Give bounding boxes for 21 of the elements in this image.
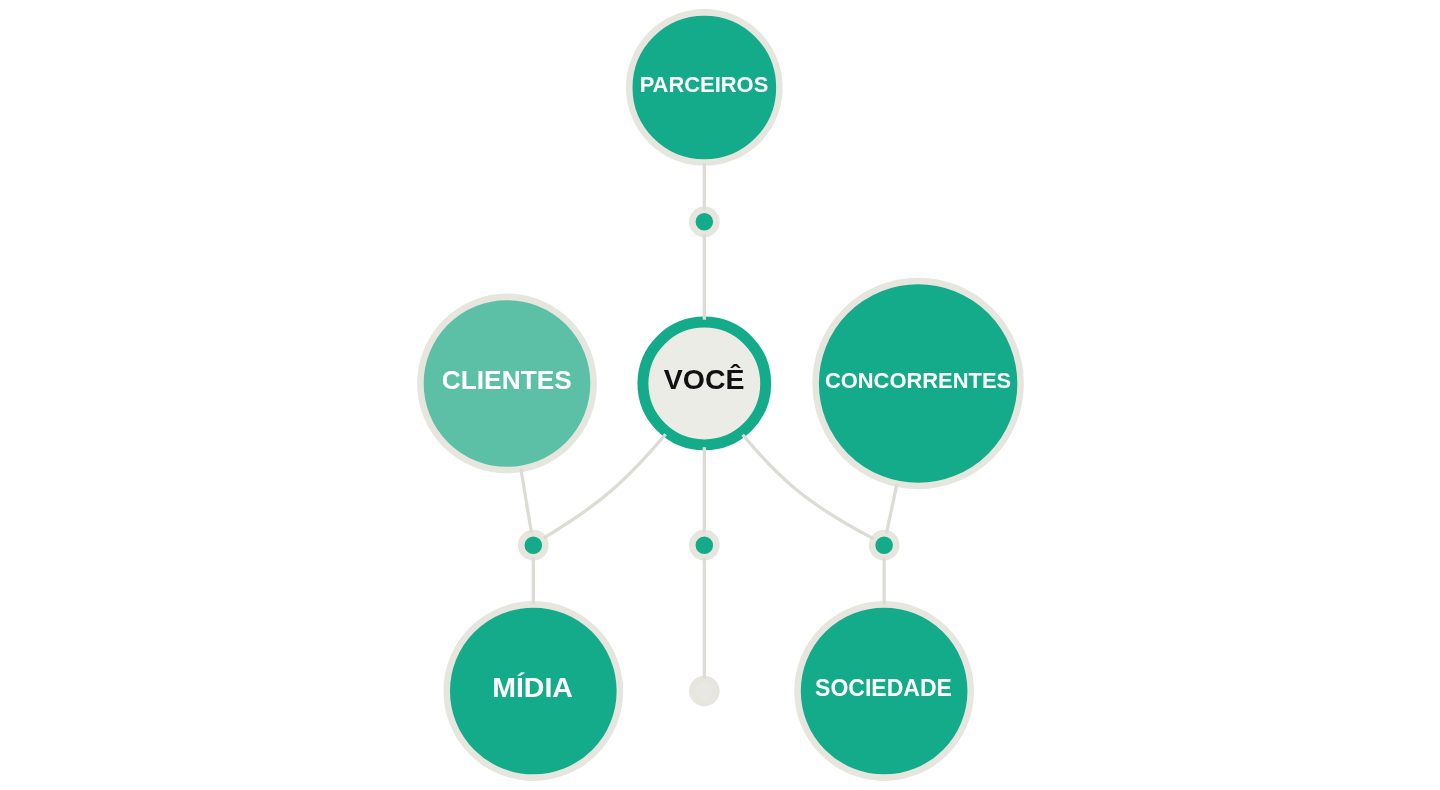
connector bbox=[884, 483, 899, 534]
connector bbox=[702, 447, 706, 534]
node-circle bbox=[688, 675, 720, 707]
connector bbox=[542, 433, 667, 540]
node-circle: MÍDIA bbox=[442, 601, 623, 781]
node-circle: CLIENTES bbox=[416, 293, 597, 474]
node-circle: VOCÊ bbox=[636, 316, 771, 451]
connector bbox=[702, 162, 706, 210]
connector bbox=[531, 557, 535, 605]
connector bbox=[702, 233, 706, 320]
node-circle bbox=[517, 529, 549, 561]
connector bbox=[702, 557, 706, 679]
node-circle: SOCIEDADE bbox=[793, 601, 974, 781]
node-circle bbox=[688, 206, 720, 238]
connector bbox=[740, 433, 875, 541]
node-circle: PARCEIROS bbox=[625, 9, 783, 166]
node-circle: CONCORRENTES bbox=[811, 277, 1024, 490]
connector bbox=[518, 468, 533, 534]
connector bbox=[881, 557, 886, 605]
node-circle bbox=[688, 529, 720, 561]
node-circle bbox=[868, 529, 899, 561]
